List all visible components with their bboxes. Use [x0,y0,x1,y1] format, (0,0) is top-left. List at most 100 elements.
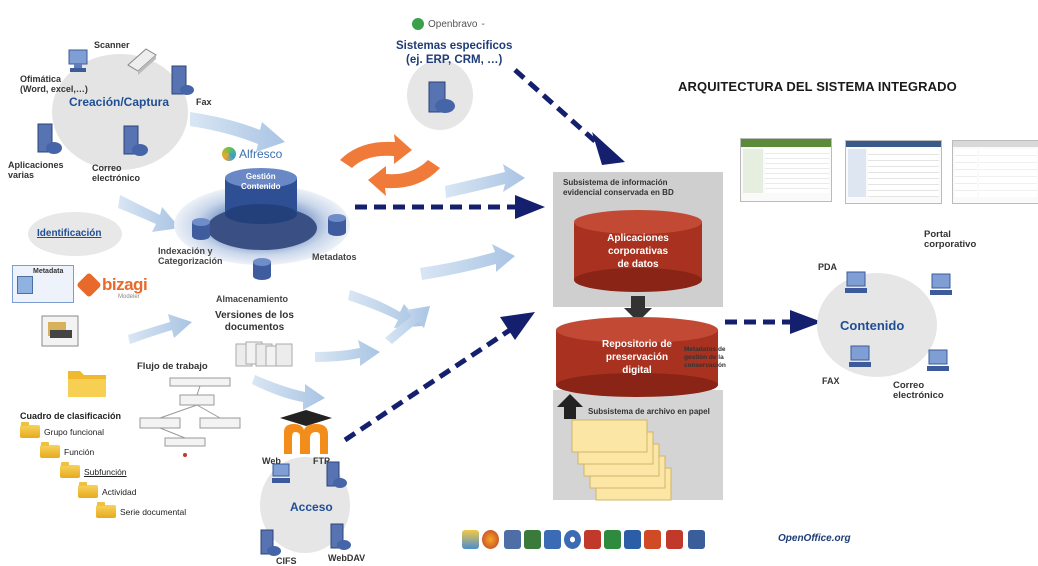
documents-stack-icon [234,340,294,368]
computer-icon [843,270,871,296]
identificacion-label: Identificación [37,228,102,239]
excel-app-icon [604,530,621,549]
down-arrow [624,296,652,322]
dashed-arrows [343,68,790,443]
correo-label: Correo electrónico [92,163,141,183]
repositorio-label: Repositorio de preservación digital [601,339,672,376]
computer-icon [34,120,64,156]
cuadro-title: Cuadro de clasificación [20,411,122,421]
mail-app-icon [462,530,479,549]
small-db-meta [328,214,346,236]
pda-label: PDA [818,262,838,272]
contenido-circle [817,273,937,377]
portal-label: Portal corporativo [924,229,977,250]
folder-icon [66,365,108,399]
paper-stack [571,419,672,501]
writer-app-icon [544,530,561,549]
flujo-label: Flujo de trabajo [137,361,208,372]
web-label: Web [262,456,281,466]
app-screenshot-1 [740,138,832,202]
acceso-title: Acceso [290,500,333,514]
firefox-icon [482,530,499,549]
spreadsheet-app-icon [524,530,541,549]
computer-icon [928,272,956,298]
subsistema-papel-label: Subsistema de archivo en papel [588,407,710,416]
openbravo-logo: Openbravo - [412,18,485,30]
bizagi-logo: bizagi [76,272,148,298]
contenido-title: Contenido [840,318,905,333]
creacion-title: Creación/Captura [69,95,170,109]
server-icon [324,460,350,490]
computer-icon [847,344,875,370]
tree-item: Subfunción [60,462,127,478]
repositorio-db [556,317,718,397]
server-icon [328,522,354,552]
pdf-app-icon [584,530,601,549]
document-icon [40,312,80,352]
metadata-card: Metadata [12,265,74,303]
tree-item: Serie documental [96,502,186,518]
aplicaciones-corp-label: Aplicaciones corporativas de datos [607,233,669,270]
aplicaciones-db [574,210,702,292]
metadata-label: Metadata [33,268,64,275]
app-screenshot-3 [952,140,1038,204]
folder-icon [60,462,80,478]
folder-icon [20,422,40,438]
presentation-app-icon [644,530,661,549]
bizagi-modeler: Modeler [118,294,140,300]
alfresco-logo: Alfresco [222,147,282,161]
fax-label: FAX [822,376,840,386]
dashed-arrow-heads [500,132,822,340]
gestion-db [225,168,297,224]
gestion-label: Gestión Contenido [241,172,281,191]
server-icon [120,122,150,158]
tree-item: Grupo funcional [20,422,104,438]
metadatos-label: Metadatos [312,252,357,262]
indexacion-label: Indexación y Categorización [158,246,223,266]
app-screenshot-2 [845,140,942,204]
scanner-icon [126,45,158,75]
creacion-circle [52,54,188,170]
document-app-icon [504,530,521,549]
media-app-icon [564,530,581,549]
tree-item: Actividad [78,482,137,498]
server-icon [425,78,457,118]
up-arrow [557,394,583,419]
server-icon [258,528,284,558]
ofimatica-label: Ofimática (Word, excel,…) [20,74,88,94]
almacenamiento-label: Almacenamiento [216,294,289,304]
fax-label: Fax [196,97,212,107]
openoffice-logo: OpenOffice.org [778,533,851,544]
ftp-label: FTP [313,456,330,466]
subsistema-bd-label: Subsistema de información evidencial con… [563,178,674,197]
openbravo-icon [412,18,424,30]
small-db-index [192,218,210,240]
light-flow-arrows [118,112,525,410]
folder-icon [78,482,98,498]
correo-label: Correo electrónico [893,380,944,401]
tree-item: Función [40,442,94,458]
alfresco-flower-icon [222,147,236,161]
workflow-mini [139,377,241,447]
scanner-label: Scanner [94,40,130,50]
webdav-label: WebDAV [328,553,366,563]
page-title: ARQUITECTURA DEL SISTEMA INTEGRADO [678,79,957,94]
moodle-logo-icon [276,410,336,454]
identificacion-oval [28,212,122,256]
computer-icon [270,462,294,486]
aplicaciones-label: Aplicaciones varias [8,160,64,180]
impress-app-icon [666,530,683,549]
folder-icon [40,442,60,458]
computer-icon [66,48,92,74]
draw-app-icon [688,530,705,549]
cifs-label: CIFS [276,556,297,566]
small-db-almacen [253,258,271,280]
fax-server-icon [170,62,196,98]
sistemas-label: Sistemas especificos (ej. ERP, CRM, …) [396,40,513,66]
folder-icon [96,502,116,518]
bizagi-icon [76,272,102,298]
computer-icon [925,348,953,374]
metadatos-side-label: Metadatos de gestión de la conservación [684,346,726,369]
sync-arrows [340,134,440,196]
word-app-icon [624,530,641,549]
